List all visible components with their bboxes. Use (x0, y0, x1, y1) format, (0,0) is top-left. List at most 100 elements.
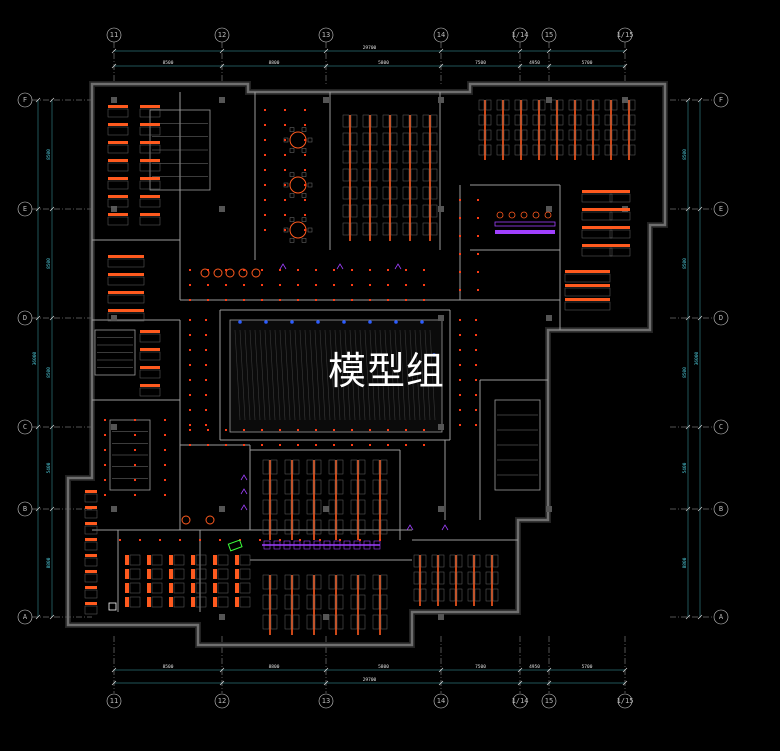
structural-column (219, 506, 225, 512)
dimension-tick (111, 680, 117, 686)
desk (284, 459, 292, 475)
desk (550, 144, 557, 156)
desk (456, 588, 463, 602)
desk (129, 596, 141, 608)
desk (438, 571, 445, 585)
axis-bubble (617, 693, 633, 709)
light-fixture (189, 319, 191, 321)
axis-bubble-label: 15 (545, 697, 553, 705)
desk (430, 222, 438, 236)
dimension-tick (685, 206, 691, 212)
axis-bubble-label: D (23, 314, 27, 322)
structural-column (323, 614, 329, 620)
desk (328, 614, 336, 630)
desk-orange (85, 554, 97, 557)
structural-column (438, 206, 444, 212)
round-table (181, 515, 191, 525)
desk (292, 519, 300, 535)
dimension-value: 8500 (46, 258, 52, 269)
axis-bubble-label: E (23, 205, 27, 213)
light-fixture (205, 379, 207, 381)
desk (239, 582, 251, 594)
desk (503, 114, 510, 126)
light-fixture (264, 169, 266, 171)
desk (84, 525, 98, 535)
desk (350, 114, 358, 128)
atrium-hatch (404, 329, 411, 421)
desk (336, 594, 344, 610)
dimension-tick (697, 206, 703, 212)
purple-seat (313, 540, 321, 550)
desk (107, 276, 145, 286)
axis-bubble (433, 693, 449, 709)
atrium-hatch (349, 329, 356, 421)
desk-orange (582, 190, 612, 193)
desk-orange (108, 141, 128, 144)
dimension-tick (517, 48, 523, 54)
desk (328, 459, 336, 475)
atrium-hatch (359, 329, 366, 421)
dimension-tick (49, 614, 55, 620)
desk (362, 222, 370, 236)
desk (492, 554, 499, 568)
desk (350, 519, 358, 535)
desk-orange (235, 555, 239, 565)
purple-marker (406, 524, 414, 531)
structural-column (438, 614, 444, 620)
desk-orange (169, 597, 173, 607)
desk (413, 571, 420, 585)
dimension-value: 8500 (682, 149, 688, 160)
axis-bubble (713, 310, 729, 326)
desk (336, 459, 344, 475)
light-fixture (207, 444, 209, 446)
desk (358, 614, 366, 630)
light-fixture (189, 444, 191, 446)
desk (195, 554, 207, 566)
desk (430, 150, 438, 164)
light-fixture (304, 124, 306, 126)
axis-bubble (17, 609, 33, 625)
desk (622, 129, 629, 141)
light-fixture (459, 319, 461, 321)
axis-bubble (17, 501, 33, 517)
dimension-tick (438, 48, 444, 54)
chair (289, 148, 295, 153)
atrium-hatch (364, 329, 371, 421)
desk (107, 216, 129, 226)
desk-orange (191, 555, 195, 565)
desk (306, 479, 314, 495)
axis-bubble-label: 14 (437, 697, 445, 705)
chair (544, 211, 552, 219)
light-fixture (139, 539, 141, 541)
light-fixture (423, 444, 425, 446)
axis-bubble (713, 419, 729, 435)
axis-bubble (106, 693, 122, 709)
light-fixture (459, 217, 461, 219)
light-fixture (459, 334, 461, 336)
dimension-tick (111, 48, 117, 54)
light-fixture (297, 444, 299, 446)
desk (173, 582, 185, 594)
purple-marker (240, 504, 248, 511)
desk-orange (582, 226, 612, 229)
desk (173, 596, 185, 608)
light-fixture (225, 429, 227, 431)
light-fixture (387, 429, 389, 431)
axis-grid-lines (32, 42, 713, 693)
desk (474, 588, 481, 602)
desk (514, 114, 521, 126)
desk-orange (108, 273, 144, 276)
light-fixture (134, 494, 136, 496)
atrium-hatch (264, 329, 271, 421)
desk-orange (147, 569, 151, 579)
dimension-value: 8500 (163, 60, 174, 66)
dimension-tick (517, 667, 523, 673)
blue-spot-light (420, 320, 424, 324)
axis-bubble-label: 11 (110, 31, 118, 39)
light-fixture (164, 449, 166, 451)
desk (270, 499, 278, 515)
atrium-hatch (354, 329, 361, 421)
desk (557, 114, 564, 126)
desk (306, 574, 314, 590)
